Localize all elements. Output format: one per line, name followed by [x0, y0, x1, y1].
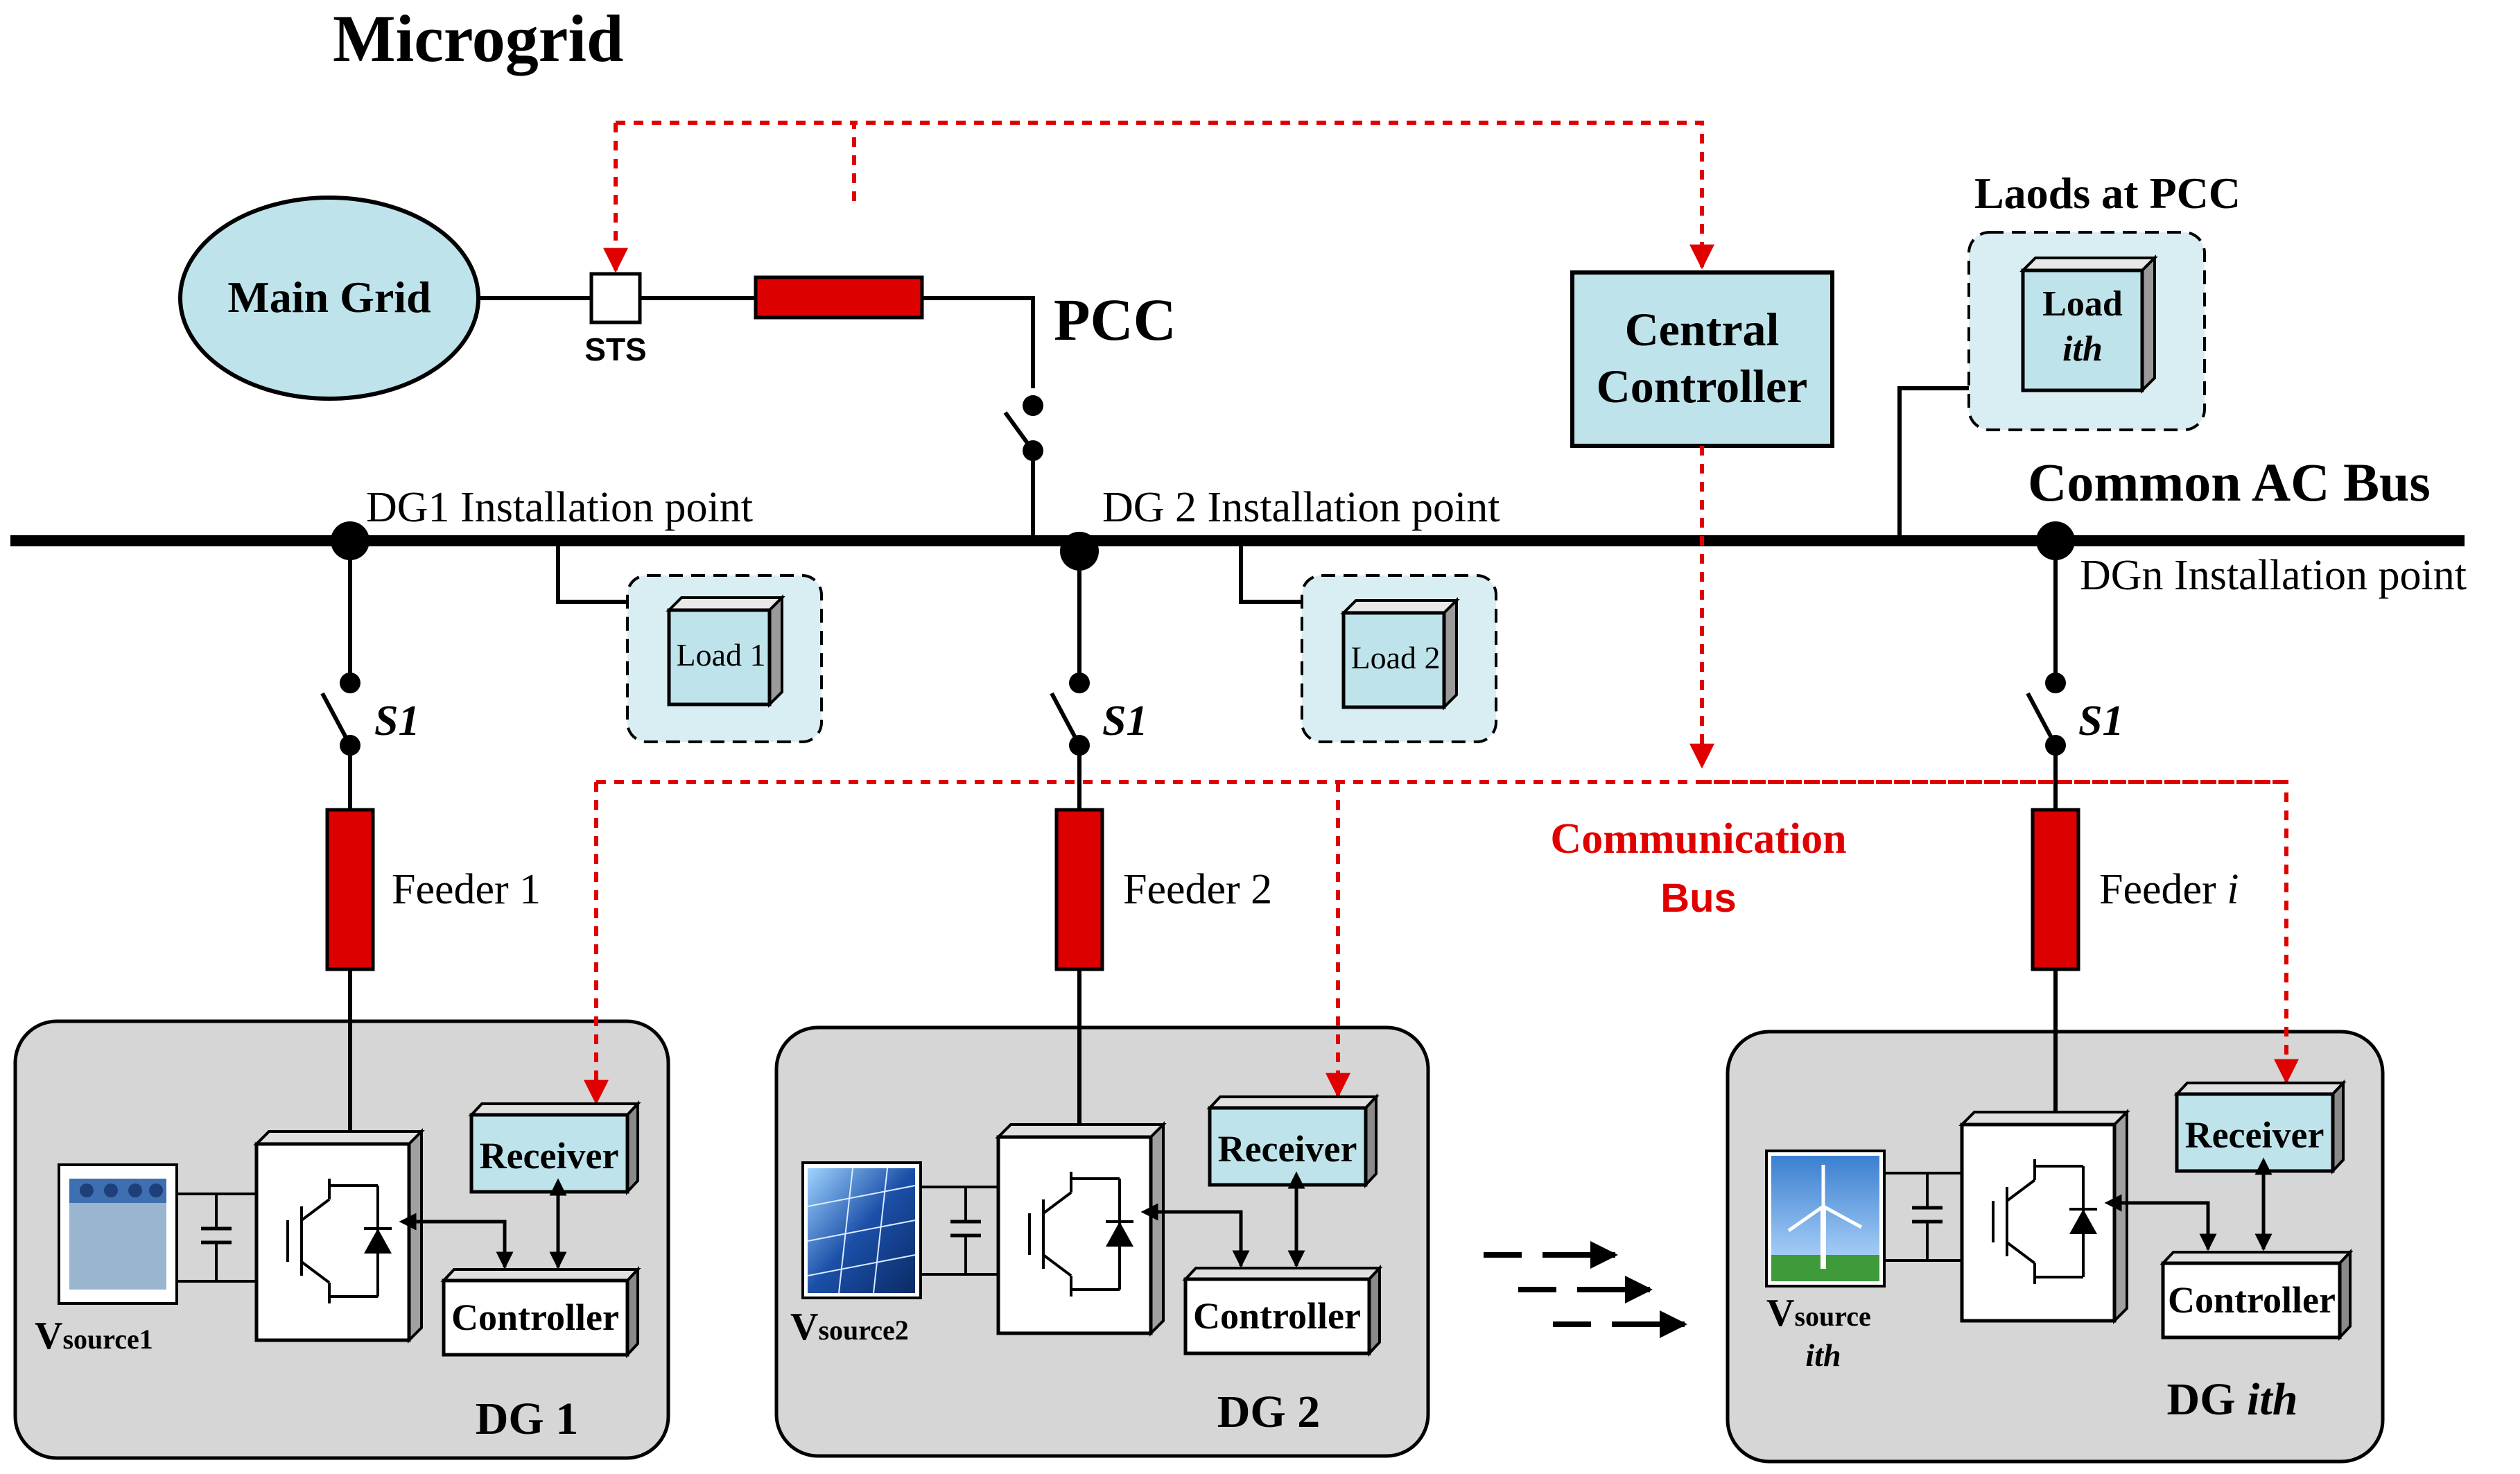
loads-at-pcc-label: Laods at PCC	[1974, 168, 2241, 218]
feeder2-label: Feeder 2	[1123, 866, 1272, 913]
central-controller-line1: Central	[1625, 303, 1780, 356]
feeder-i-label: Feeder i	[2099, 866, 2239, 913]
pcc-line	[922, 296, 1035, 388]
comm-line-top	[852, 121, 1714, 270]
load-ith-line1: Load	[2042, 284, 2123, 324]
dgi-receiver	[2173, 1079, 2347, 1175]
dgi-label: DG ith	[2167, 1374, 2298, 1425]
battery-icon	[58, 1163, 178, 1305]
dgi-controller	[2160, 1248, 2354, 1342]
dgi-receiver-label: Receiver	[2185, 1114, 2325, 1156]
dg2-controller-label: Controller	[1193, 1295, 1361, 1337]
dg2-controller	[1182, 1264, 1383, 1358]
pcc-label: PCC	[1054, 286, 1176, 353]
feeder-i	[2031, 808, 2080, 971]
dgi-switch-label: S1	[2078, 697, 2123, 745]
feeder1	[325, 808, 375, 971]
dgi-inverter-icon	[1958, 1109, 2130, 1324]
vsource-ith-sub: ith	[1805, 1337, 1841, 1373]
load1-label: Load 1	[676, 637, 765, 673]
central-controller-box	[1570, 270, 1834, 448]
common-ac-bus-label: Common AC Bus	[2028, 452, 2431, 512]
dg2-receiver-label: Receiver	[1218, 1128, 1357, 1170]
dg2-inverter-icon	[995, 1121, 1167, 1337]
dg1-controller-label: Controller	[451, 1297, 619, 1338]
ellipsis-arrows	[1484, 1241, 1687, 1338]
main-grid-label: Main Grid	[227, 272, 431, 322]
feeder2	[1054, 808, 1104, 971]
diagram-title: Microgrid	[333, 1, 623, 76]
load1-cube	[666, 594, 785, 708]
install-point-dgn: DGn Installation point	[2080, 552, 2467, 599]
sts-switch	[589, 272, 642, 324]
dg1-inverter-icon	[253, 1128, 425, 1344]
dg1-label: DG 1	[476, 1394, 579, 1444]
central-controller-line2: Controller	[1597, 360, 1808, 413]
vsource1-label: Vsource1	[35, 1315, 153, 1358]
wind-turbine-icon	[1765, 1150, 1886, 1287]
install-point-dg1: DG1 Installation point	[366, 484, 753, 531]
load2-cube	[1340, 597, 1460, 711]
load-ith-cube	[2019, 254, 2158, 394]
load-ith-line2: ith	[2062, 329, 2103, 369]
dg1-receiver-label: Receiver	[480, 1135, 619, 1177]
dg1-controller	[440, 1265, 641, 1359]
dg2-switch-label: S1	[1102, 697, 1147, 745]
sts-label: STS	[584, 331, 646, 367]
vsource2-label: Vsource2	[790, 1306, 909, 1349]
communication-bus-label-2: Bus	[1660, 876, 1737, 921]
feeder1-label: Feeder 1	[392, 866, 541, 913]
dg1-switch-label: S1	[374, 697, 419, 745]
vsource-ith-label: Vsource	[1766, 1292, 1871, 1335]
communication-bus-label-1: Communication	[1550, 815, 1846, 862]
pcc-impedance	[754, 275, 924, 320]
dg2-label: DG 2	[1217, 1387, 1321, 1437]
solar-panel-icon	[801, 1161, 922, 1299]
dgi-controller-label: Controller	[2168, 1279, 2336, 1321]
load2-label: Load 2	[1350, 640, 1440, 675]
install-point-dg2: DG 2 Installation point	[1102, 484, 1500, 531]
